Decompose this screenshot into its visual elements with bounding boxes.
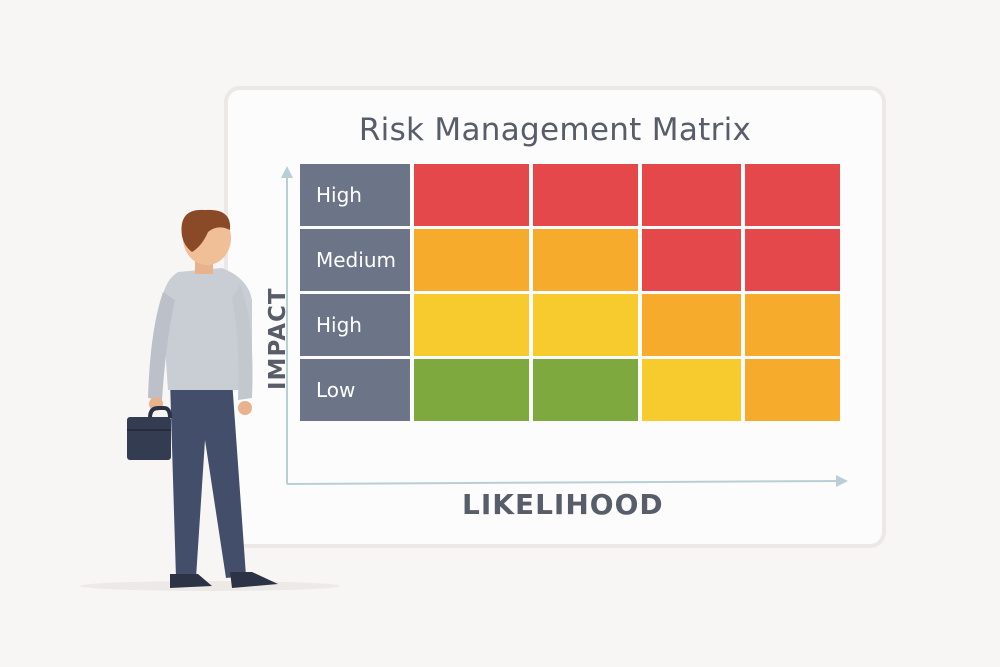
row-label-low: Low <box>300 359 410 421</box>
matrix-cell-orange <box>414 229 529 291</box>
matrix-cell-yellow <box>642 359 741 421</box>
matrix-cell-red <box>745 229 840 291</box>
matrix-cell-orange <box>533 229 638 291</box>
matrix-cell-yellow <box>414 294 529 356</box>
matrix-cell-red <box>642 164 741 226</box>
matrix-cell-orange <box>642 294 741 356</box>
x-axis-label: LIKELIHOOD <box>462 488 664 521</box>
matrix-cell-orange <box>745 294 840 356</box>
person-figure <box>80 209 340 591</box>
matrix-cell-yellow <box>533 294 638 356</box>
y-axis-label: IMPACT <box>265 287 291 390</box>
row-label-high-2: High <box>300 294 410 356</box>
briefcase-icon <box>127 406 172 460</box>
matrix-cell-green <box>533 359 638 421</box>
matrix-title: Risk Management Matrix <box>358 112 752 148</box>
matrix-cell-red <box>414 164 529 226</box>
matrix-cell-red <box>642 229 741 291</box>
matrix-cell-red <box>745 164 840 226</box>
matrix-cell-orange <box>745 359 840 421</box>
y-axis-arrow <box>281 166 293 484</box>
x-axis-arrow <box>286 475 848 487</box>
row-label-high: High <box>300 164 410 226</box>
matrix-cell-red <box>533 164 638 226</box>
row-label-medium: Medium <box>300 229 410 291</box>
matrix-cell-green <box>414 359 529 421</box>
